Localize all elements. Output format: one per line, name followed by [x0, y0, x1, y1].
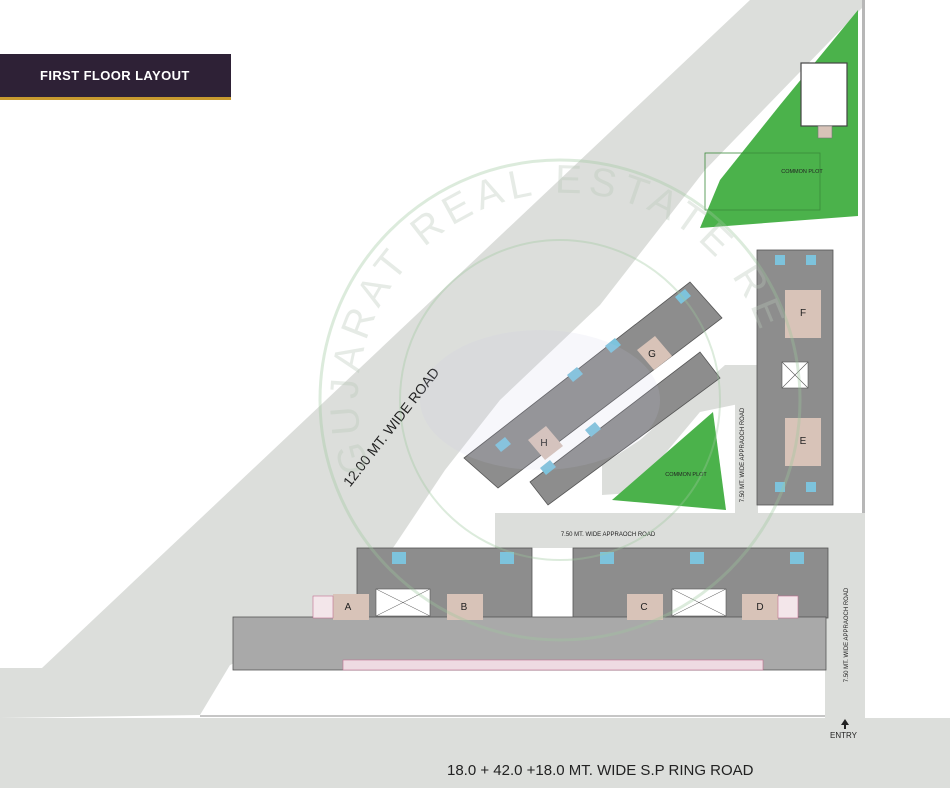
- void-ab-x2: [375, 588, 431, 617]
- block-gh-mass-lower: [529, 351, 721, 506]
- entry-arrow-stem: [844, 724, 846, 729]
- plot-edge: [200, 715, 826, 717]
- block-ad-blue-4: [690, 552, 704, 564]
- security-cabin-step: [817, 125, 833, 139]
- approach-road-diagonal: [602, 365, 758, 495]
- block-ef-void-x2: [781, 361, 809, 389]
- void-cd-x2: [671, 588, 727, 617]
- block-ef-core-f: [785, 290, 821, 338]
- common-plot-center: [612, 412, 726, 510]
- block-gh: [463, 281, 723, 506]
- approach-road-h-label: 7.50 MT. WIDE APPRAOCH ROAD: [561, 532, 656, 538]
- page-title-banner: FIRST FLOOR LAYOUT: [0, 54, 231, 100]
- block-gh-core-g: [637, 336, 672, 370]
- core-a: [333, 594, 369, 620]
- block-ad-podium-strip: [342, 659, 764, 671]
- tower-label-h: H: [540, 438, 547, 449]
- seal-inner-ring: [399, 239, 721, 561]
- core-c: [627, 594, 663, 620]
- tower-label-a: A: [345, 602, 352, 613]
- tower-label-b: B: [461, 602, 468, 613]
- core-d: [742, 594, 778, 620]
- common-plot-center-label: COMMON PLOT: [665, 472, 707, 478]
- seal-map-shape: [420, 330, 660, 470]
- security-cabin: [800, 62, 848, 127]
- page-title: FIRST FLOOR LAYOUT: [40, 68, 190, 83]
- tower-label-c: C: [640, 602, 647, 613]
- approach-road-v1-label: 7.50 MT. WIDE APPRAOCH ROAD: [740, 407, 746, 502]
- block-gh-blue-3: [495, 437, 511, 452]
- block-gh-blue-5: [585, 422, 601, 437]
- block-ef-blue-4: [806, 482, 816, 492]
- stair-d: [777, 595, 799, 619]
- tower-label-e: E: [800, 436, 807, 447]
- block-gh-core-h: [528, 426, 563, 460]
- ring-road-label: 18.0 + 42.0 +18.0 MT. WIDE S.P RING ROAD: [447, 762, 754, 779]
- tower-label-f: F: [800, 308, 806, 319]
- approach-road-horizontal: [495, 513, 865, 548]
- block-gh-blue-1: [567, 367, 583, 382]
- entry-arrow-icon: [841, 719, 849, 725]
- block-ef-blue-2: [806, 255, 816, 265]
- approach-road-vertical-right: [825, 513, 865, 718]
- block-ef-blue-3: [775, 482, 785, 492]
- block-gh-blue-4: [675, 289, 691, 304]
- block-gh-blue-6: [540, 460, 556, 475]
- seal-outer-ring: [318, 158, 802, 642]
- block-gh-blue-2: [605, 338, 621, 353]
- block-ad-blue-1: [392, 552, 406, 564]
- tower-label-g: G: [648, 349, 656, 360]
- approach-road-v2-label: 7.50 MT. WIDE APPRAOCH ROAD: [844, 587, 850, 682]
- ring-road: [0, 718, 950, 788]
- tower-label-d: D: [756, 602, 763, 613]
- core-b: [447, 594, 483, 620]
- entry-label: ENTRY: [830, 731, 857, 740]
- common-plot-top-label: COMMON PLOT: [781, 169, 823, 175]
- block-ad-blue-3: [600, 552, 614, 564]
- common-plot-top-inner: [704, 152, 821, 211]
- stair-a: [312, 595, 334, 619]
- main-road-12m: [0, 0, 862, 718]
- block-ef-core-e: [785, 418, 821, 466]
- block-ad-blue-5: [790, 552, 804, 564]
- block-ef-blue-1: [775, 255, 785, 265]
- block-ad-blue-2: [500, 552, 514, 564]
